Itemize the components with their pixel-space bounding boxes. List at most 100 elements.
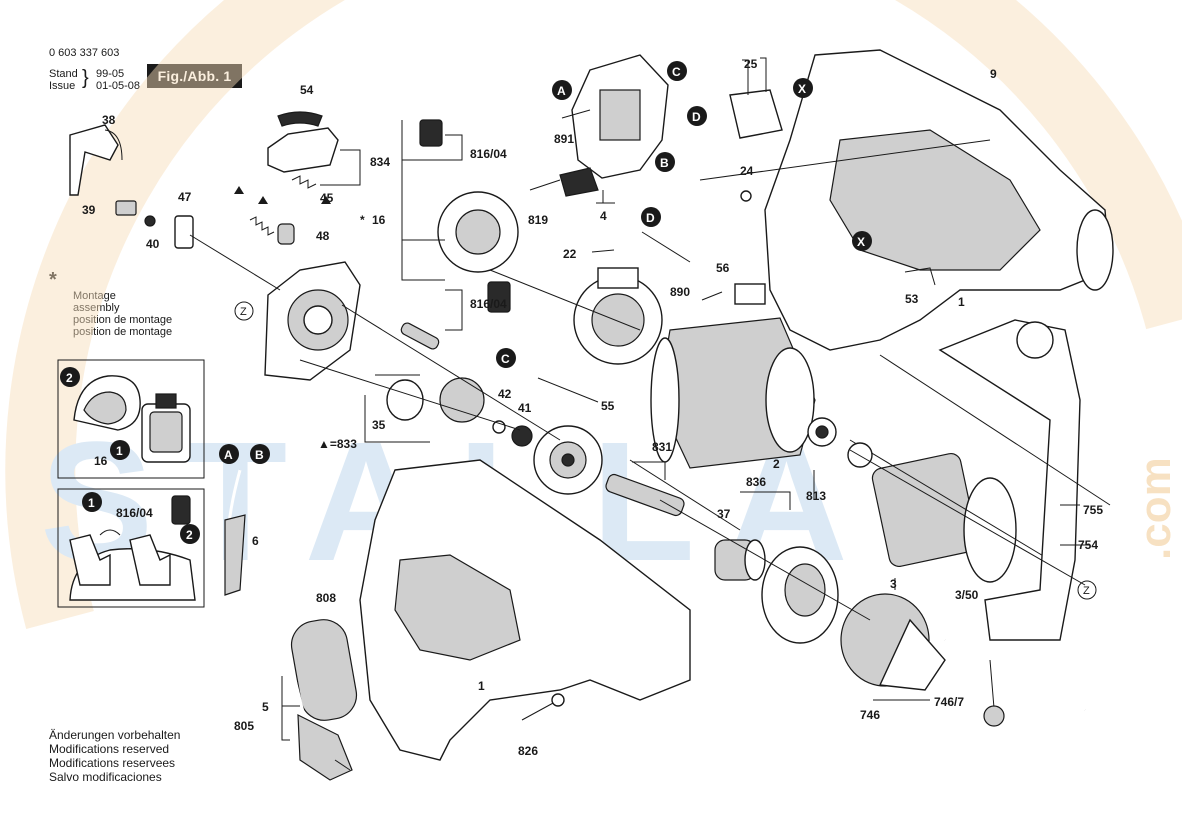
chuck-746 — [840, 593, 946, 691]
part-24 — [740, 190, 752, 202]
capacitor-808 — [290, 619, 358, 721]
label-4: 4 — [600, 209, 607, 223]
label-3: 3 — [890, 577, 897, 591]
bearing-35 — [386, 377, 485, 423]
label-9: 9 — [990, 67, 997, 81]
legend-line: position de montage — [73, 314, 173, 326]
small-screws — [529, 109, 766, 403]
callout-d-mid — [641, 207, 661, 227]
callout-text: D — [646, 211, 655, 225]
issue-value: 01-05-08 — [96, 80, 141, 92]
label-42: 42 — [498, 387, 512, 401]
brush-holder-16 — [419, 119, 519, 313]
housing-half-9 — [764, 49, 1114, 351]
shaft-831 — [605, 473, 685, 517]
modification-notes: Änderungen vorbehalten Modifications res… — [49, 728, 180, 784]
callout-text: 2 — [66, 371, 73, 385]
bearing-813-core — [815, 425, 829, 439]
callout-x-mid — [852, 231, 872, 251]
stand-label: Stand — [49, 68, 78, 80]
leader-lines — [189, 120, 1090, 741]
callout-text: A — [224, 448, 233, 462]
label-808: 808 — [316, 591, 336, 605]
callout-text: X — [798, 82, 806, 96]
inset-box-bottom — [57, 488, 205, 608]
callout-z-right — [1077, 580, 1097, 600]
screw-826 — [521, 693, 565, 721]
label-831: 831 — [652, 440, 672, 454]
callout-2-inset-top — [60, 367, 80, 387]
bearing-41-42 — [492, 420, 533, 447]
label-6: 6 — [252, 534, 259, 548]
label-891: 891 — [554, 132, 574, 146]
label-54: 54 — [300, 83, 314, 97]
callout-1-inset-bottom — [82, 492, 102, 512]
callout-text: 1 — [116, 444, 123, 458]
label-35: 35 — [372, 418, 386, 432]
label-819: 819 — [528, 213, 548, 227]
part-labels: 38 39 40 47 54 834 45 48 816/04 16 816/0… — [82, 57, 1103, 758]
label-816-04-a: 816/04 — [470, 147, 507, 161]
legend-line: assembly — [73, 302, 120, 314]
inset-label-816-04: 816/04 — [116, 506, 153, 520]
label-56: 56 — [716, 261, 730, 275]
side-handle-754 — [938, 319, 1081, 641]
callout-text: B — [660, 156, 669, 170]
part-53 — [904, 267, 936, 286]
label-755: 755 — [1083, 503, 1103, 517]
callout-text: X — [857, 235, 865, 249]
warning-triangles: * — [234, 186, 365, 227]
spring-48 — [249, 216, 295, 245]
label-1-bottom: 1 — [478, 679, 485, 693]
watermark-suffix: .com — [1131, 457, 1180, 560]
callout-text: C — [672, 65, 681, 79]
label-53: 53 — [905, 292, 919, 306]
legend-line: position de montage — [73, 326, 173, 338]
label-1-top: 1 — [958, 295, 965, 309]
doc-number: 0 603 337 603 — [49, 47, 120, 59]
inset-top-parts — [73, 375, 191, 463]
triangle-icon — [321, 196, 331, 204]
label-746: 746 — [860, 708, 880, 722]
callouts: A C D B D C X X A B 2 1 1 2 Z Z — [60, 61, 1097, 600]
label-826: 826 — [518, 744, 538, 758]
callout-x-top — [793, 78, 813, 98]
label-805: 805 — [234, 719, 254, 733]
part-56 — [734, 283, 766, 305]
screw-891 — [561, 109, 591, 119]
switch-4 — [559, 54, 669, 197]
label-2: 2 — [773, 457, 780, 471]
callout-c-top — [667, 61, 687, 81]
inset-bottom-parts — [69, 495, 196, 601]
callout-a-cord — [219, 444, 239, 464]
callout-c-mid — [496, 348, 516, 368]
chuck-key-746-7 — [943, 637, 1087, 727]
part-25 — [729, 57, 783, 139]
note-line: Änderungen vorbehalten — [49, 728, 181, 742]
callout-text: 1 — [88, 496, 95, 510]
switch-lever-38 — [69, 124, 123, 196]
callout-text: Z — [1083, 585, 1090, 597]
part-40 — [144, 215, 156, 227]
callout-b-cord — [250, 444, 270, 464]
label-5: 5 — [262, 700, 269, 714]
label-890: 890 — [670, 285, 690, 299]
label-47: 47 — [178, 190, 192, 204]
label-746-7: 746/7 — [934, 695, 964, 709]
label-3-50: 3/50 — [955, 588, 979, 602]
strain-relief-6 — [224, 514, 246, 596]
armature-3 — [847, 439, 1051, 583]
figure-badge: Fig./Abb. 1 — [147, 64, 242, 88]
label-836: 836 — [746, 475, 766, 489]
callout-a-top — [552, 80, 572, 100]
brush-holder-plate — [264, 261, 361, 381]
callout-1-inset-top — [110, 440, 130, 460]
note-line: Salvo modificaciones — [49, 770, 162, 784]
screw-22 — [591, 249, 615, 253]
label-48: 48 — [316, 229, 330, 243]
pin-35 — [400, 322, 440, 350]
cover-54 — [267, 111, 339, 173]
label-833: ▲=833 — [318, 437, 357, 451]
asterisk-16: * — [360, 213, 365, 227]
callout-b-top — [655, 152, 675, 172]
